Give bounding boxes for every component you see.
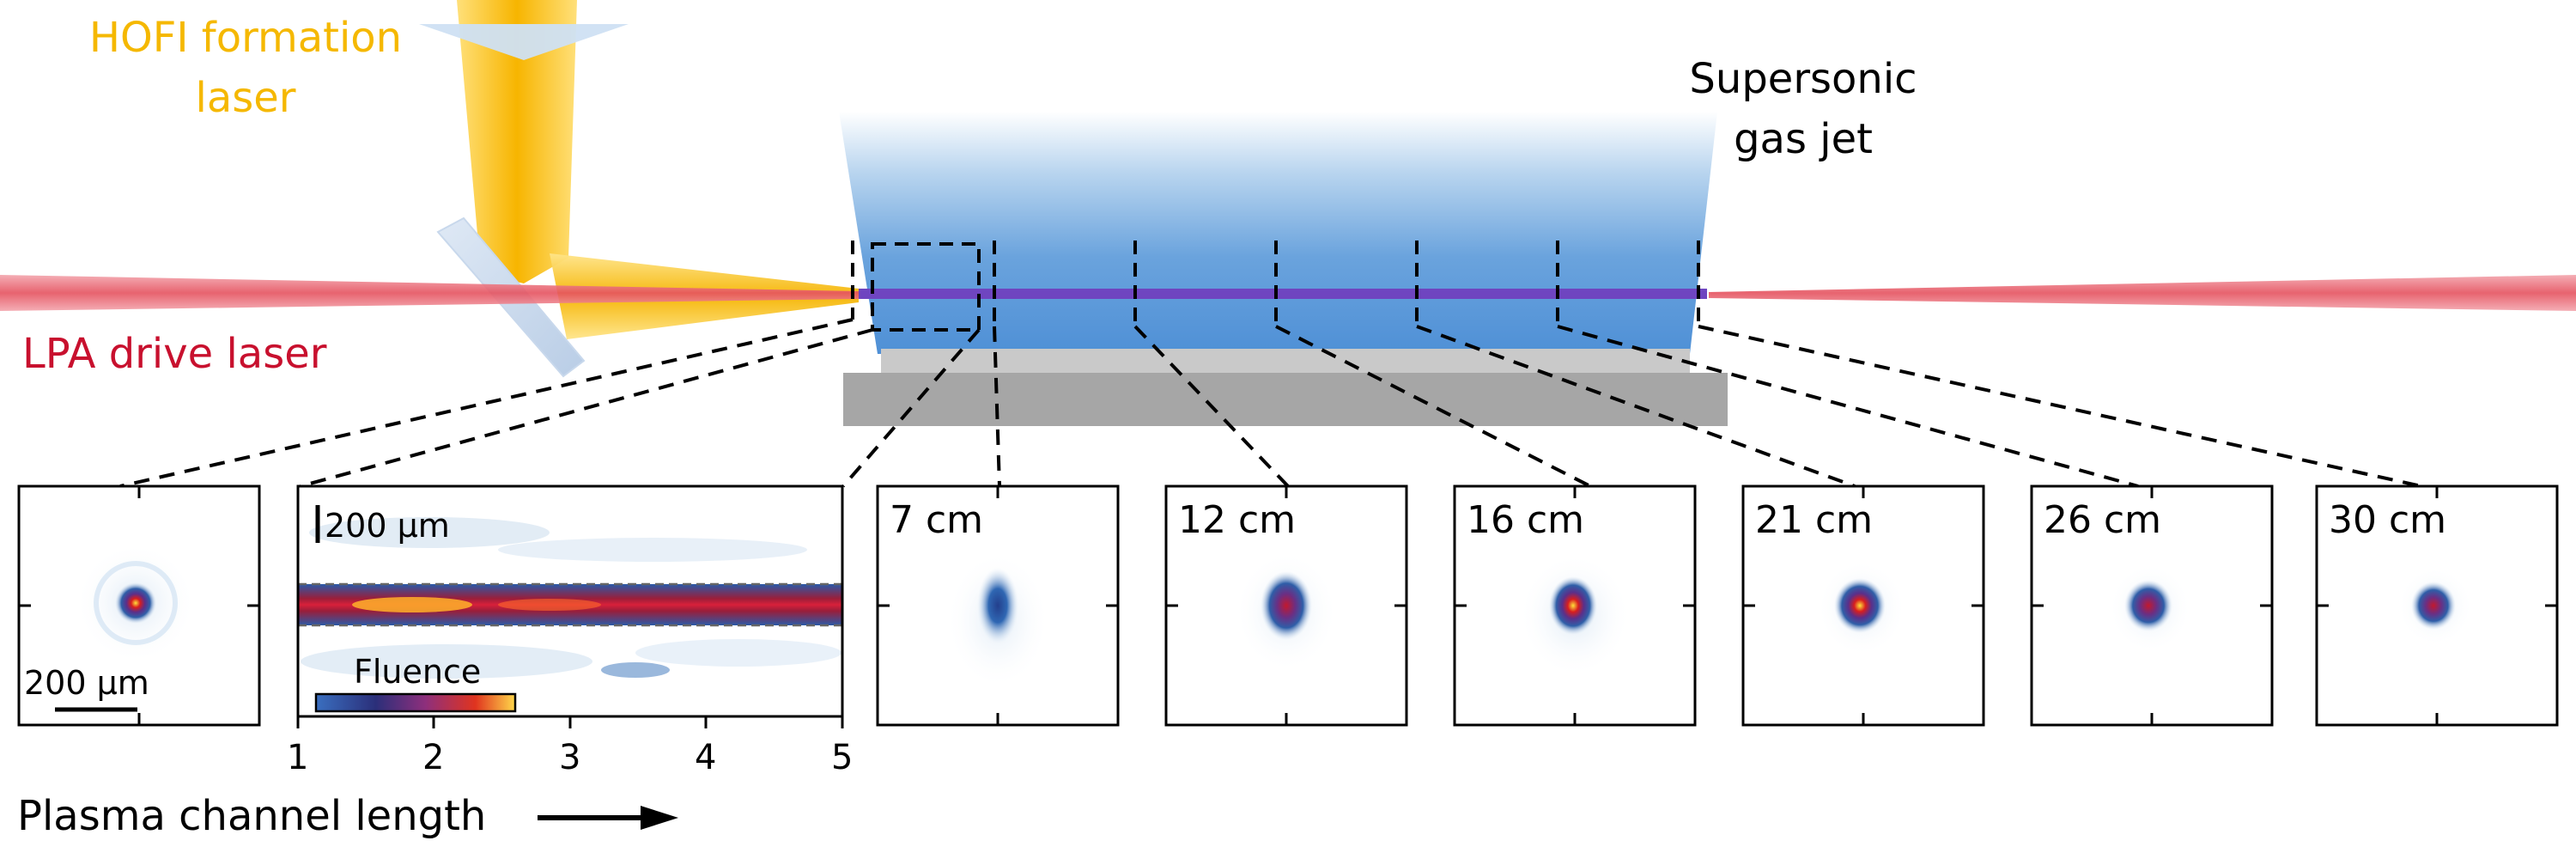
lpa-laser-label: LPA drive laser: [22, 330, 327, 378]
hofi-laser-label: HOFI formation laser: [82, 17, 409, 119]
x-tick-3: 3: [559, 738, 581, 777]
jet-label-line1: Supersonic: [1689, 55, 1917, 103]
slice-markers: [851, 241, 1700, 326]
panel-16cm: [1453, 484, 1697, 727]
fluence-label: Fluence: [354, 653, 482, 691]
lpa-beam-in: [0, 275, 859, 311]
x-tick-5: 5: [831, 738, 854, 777]
distance-label-7cm: 7 cm: [890, 498, 984, 542]
inset-focal-spot: [17, 484, 261, 727]
jet-label-line2: gas jet: [1734, 115, 1873, 163]
projection-lines: [119, 318, 2422, 488]
nozzle-block: [843, 373, 1728, 426]
gas-jet-plume: [839, 112, 1717, 354]
channel-length-caption: Plasma channel length: [17, 792, 487, 840]
x-tick-4: 4: [695, 738, 717, 777]
lpa-beam-out: [1709, 275, 2576, 311]
hofi-vertical-beam: [457, 0, 577, 283]
panel-12cm: [1164, 484, 1408, 727]
panel-30cm: [2315, 484, 2559, 727]
panel-26cm: [2030, 484, 2274, 727]
distance-label-12cm: 12 cm: [1178, 498, 1297, 542]
gas-jet-label: Supersonic gas jet: [1657, 58, 1949, 160]
direction-arrow-icon: [538, 806, 678, 830]
hofi-label-line2: laser: [195, 74, 296, 122]
x-tick-1: 1: [287, 738, 309, 777]
distance-label-21cm: 21 cm: [1755, 498, 1874, 542]
panel-7cm: [876, 484, 1120, 727]
fluence-colorbar: [314, 692, 517, 713]
entrance-region-box: [871, 242, 981, 332]
hofi-label-line1: HOFI formation: [88, 14, 403, 62]
hofi-lens-icon: [419, 24, 629, 60]
distance-label-26cm: 26 cm: [2044, 498, 2162, 542]
fluence-x-ticks: [296, 716, 844, 728]
panel-21cm: [1741, 484, 1985, 727]
distance-label-30cm: 30 cm: [2329, 498, 2447, 542]
inset-fluence-map: [296, 484, 844, 718]
nozzle-plate: [881, 349, 1690, 375]
panel1-scalebar-label: 200 µm: [24, 664, 149, 702]
x-tick-2: 2: [422, 738, 445, 777]
plasma-channel: [859, 289, 1707, 299]
panel2-scalebar-label: 200 µm: [325, 507, 450, 545]
distance-label-16cm: 16 cm: [1467, 498, 1585, 542]
